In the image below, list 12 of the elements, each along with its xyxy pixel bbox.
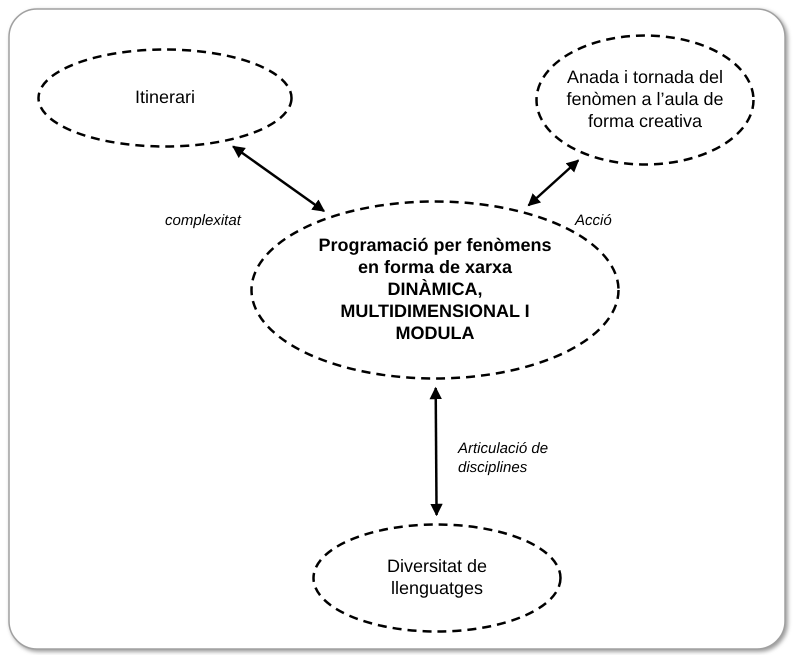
edge-label: complexitat (165, 212, 241, 231)
dashed-ellipse (312, 523, 562, 633)
dashed-ellipse (535, 34, 755, 166)
node-title: Programació per fenòmens en forma de xarxa DINÀMICA, MULTIDIMENSIONAL I MODULA (318, 235, 552, 345)
dashed-ellipse (37, 48, 293, 148)
dashed-ellipse (250, 200, 620, 380)
double-arrow (232, 145, 326, 212)
double-arrow (430, 386, 443, 516)
double-arrow (528, 159, 580, 206)
node-label: Anada i tornada del fenòmen a l’aula de forma creativa (565, 67, 725, 133)
node-label: Itinerari (134, 87, 196, 109)
node-label: Diversitat de llenguatges (386, 556, 488, 600)
